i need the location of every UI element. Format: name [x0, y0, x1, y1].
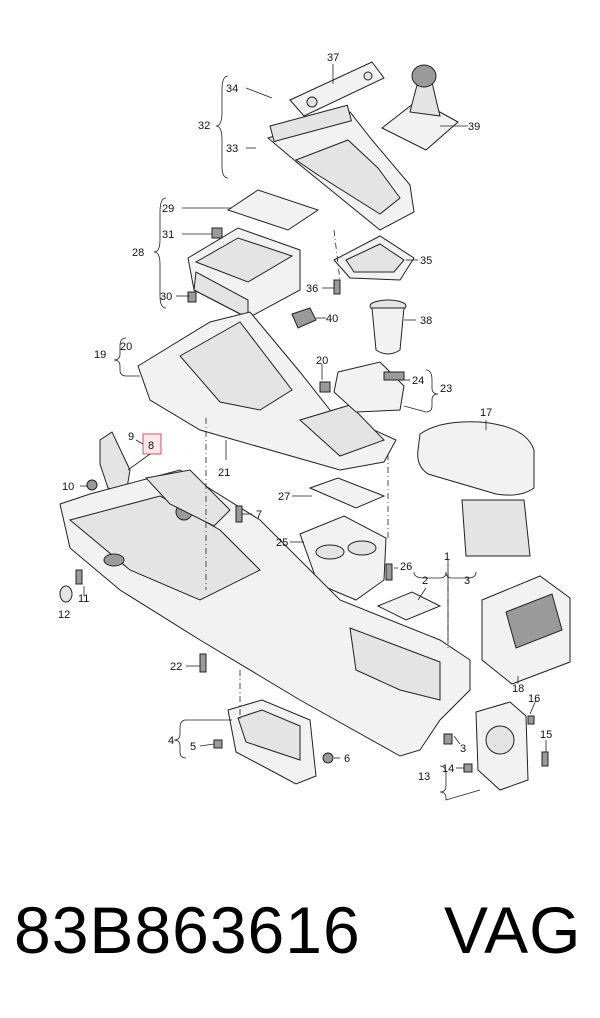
- label-26: 26: [400, 561, 412, 573]
- label-29: 29: [162, 203, 174, 215]
- clip-3: [443, 733, 453, 745]
- cover-2: [376, 591, 442, 621]
- clip-30: [187, 291, 197, 303]
- label-20-upper: 20: [120, 341, 132, 353]
- label-12: 12: [58, 609, 70, 621]
- label-22: 22: [170, 661, 182, 673]
- label-33: 33: [226, 143, 238, 155]
- nut-6: [322, 752, 334, 764]
- label-32: 32: [198, 120, 210, 132]
- label-15: 15: [540, 729, 552, 741]
- label-19: 19: [94, 349, 106, 361]
- label-4: 4: [168, 735, 174, 747]
- clip-31: [211, 227, 223, 239]
- pad-27: [308, 477, 386, 509]
- label-8: 8: [148, 440, 154, 452]
- label-6: 6: [344, 753, 350, 765]
- trim-panel-37: [289, 61, 385, 117]
- gear-knob-39: [381, 64, 459, 151]
- label-40: 40: [326, 313, 338, 325]
- label-11: 11: [78, 593, 89, 605]
- label-30: 30: [160, 291, 172, 303]
- screw-36: [333, 279, 341, 295]
- label-14: 14: [442, 763, 454, 775]
- label-18: 18: [512, 683, 524, 695]
- parts-diagram: 37 34 32 33 39 29 31 28 35 36 30 40 38 2…: [58, 52, 571, 801]
- console-housing-1: [59, 469, 471, 757]
- label-3-upper: 3: [464, 575, 470, 587]
- label-35: 35: [420, 255, 432, 267]
- center-trim-frame-32: [266, 104, 415, 231]
- rear-bracket-13: [475, 701, 529, 791]
- switch-20: [319, 381, 331, 393]
- label-39: 39: [468, 121, 480, 133]
- storage-tray-28: [187, 227, 301, 319]
- screw-26: [385, 563, 393, 581]
- cupholder-insert-25: [299, 515, 387, 601]
- screw-22: [199, 653, 207, 673]
- screw-7: [235, 505, 243, 523]
- switch-panel-23: [333, 361, 405, 413]
- label-24: 24: [412, 375, 424, 387]
- label-20-lower: 20: [316, 355, 328, 367]
- nut-10: [86, 479, 98, 491]
- plug-12: [59, 585, 73, 603]
- label-25: 25: [276, 537, 288, 549]
- label-16: 16: [528, 693, 540, 705]
- screw-11: [75, 569, 83, 585]
- label-10: 10: [62, 481, 74, 493]
- label-34: 34: [226, 83, 238, 95]
- label-9: 9: [128, 431, 134, 443]
- label-37: 37: [327, 52, 339, 64]
- lower-bracket-4: [227, 699, 317, 785]
- pad-29: [226, 189, 320, 231]
- rear-vent-18: [481, 575, 571, 685]
- label-38: 38: [420, 315, 432, 327]
- brand-name: VAG: [444, 893, 582, 967]
- cup-holder-38: [369, 299, 407, 355]
- part-number: 83B863616: [14, 893, 361, 967]
- label-5: 5: [190, 741, 196, 753]
- clip-5: [213, 739, 223, 749]
- label-23: 23: [440, 383, 452, 395]
- console-frame-19: [137, 311, 397, 471]
- label-7: 7: [256, 509, 262, 521]
- label-31: 31: [162, 229, 174, 241]
- bracket-40: [291, 307, 317, 329]
- label-21: 21: [218, 467, 230, 479]
- label-36: 36: [306, 283, 318, 295]
- label-13: 13: [418, 771, 430, 783]
- armrest-17: [417, 421, 535, 557]
- label-2: 2: [422, 575, 428, 587]
- label-17: 17: [480, 407, 492, 419]
- label-28: 28: [132, 247, 144, 259]
- screw-15: [541, 751, 549, 767]
- screw-16: [527, 715, 535, 725]
- label-27: 27: [278, 491, 290, 503]
- label-1: 1: [444, 551, 450, 563]
- clip-14: [463, 763, 473, 773]
- label-3-lower: 3: [460, 743, 466, 755]
